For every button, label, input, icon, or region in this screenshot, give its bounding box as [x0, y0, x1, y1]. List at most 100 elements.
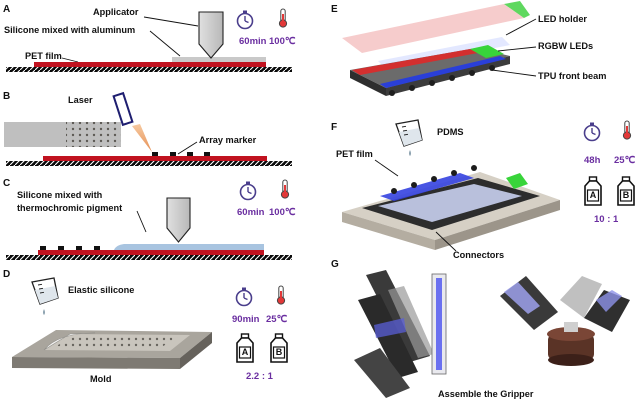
silicone-sheet: [43, 332, 96, 351]
tpu-beam-label: TPU front beam: [538, 71, 606, 81]
beaker-icon: [31, 277, 59, 305]
gripper-finger-center: [560, 276, 602, 318]
gripper-finger-left-light: [504, 282, 540, 314]
panel-c: C Silicone mixed with thermochromic pigm…: [3, 178, 296, 260]
led-film-blue: [436, 278, 442, 370]
panel-letter-c: C: [3, 178, 10, 189]
blue-led-strip: [380, 56, 506, 88]
stopwatch-icon: [236, 9, 254, 30]
pet-base-side: [435, 200, 560, 250]
mold-front: [12, 357, 180, 369]
panel-f: F PDMS PET film Connectors 48h 25℃ A B 1…: [331, 119, 636, 260]
panel-letter-e: E: [331, 4, 338, 15]
thermo-silicone-line1: Silicone mixed with: [17, 190, 103, 200]
array-marker-label: Array marker: [199, 135, 257, 145]
temp-a: 100℃: [269, 36, 296, 47]
panel-b: B Laser Array marker: [3, 91, 292, 166]
laser-icon: [112, 91, 134, 127]
connectors-label: Connectors: [453, 250, 504, 260]
panel-g: G Assemble the Gripper: [331, 259, 630, 399]
led-holder-leader: [505, 18, 537, 36]
stopwatch-icon: [235, 286, 253, 307]
temp-f: 25℃: [614, 155, 636, 166]
panel-letter-b: B: [3, 91, 10, 102]
ratio-f: 10 : 1: [594, 214, 619, 225]
red-led-strip: [352, 49, 478, 75]
beaker-icon: [395, 119, 423, 147]
thermometer-icon: [280, 179, 290, 199]
panel-letter-g: G: [331, 259, 339, 270]
frame-tabs: [391, 165, 477, 194]
finger-blue-layer: [374, 318, 406, 338]
time-a: 60min: [239, 36, 267, 47]
panel-e: E LED holder RGBW LEDs TPU front beam: [331, 1, 606, 96]
finger-inner-layer: [388, 286, 434, 358]
leds-leader: [497, 46, 537, 52]
array-markers-c: [40, 246, 100, 250]
connectors-leader: [435, 231, 457, 252]
silicone-leader: [149, 30, 181, 57]
drop-icon: [409, 150, 411, 156]
bottle-b-label-f: B: [623, 190, 630, 200]
thermo-silicone-line2: thermochromic pigment: [17, 203, 122, 213]
led-holder-label: LED holder: [538, 14, 587, 24]
blue-led-strip-f: [380, 173, 474, 201]
led-holder-side: [386, 56, 510, 96]
panel-letter-d: D: [3, 269, 10, 280]
applicator-leader: [143, 16, 199, 27]
drop-icon: [43, 309, 45, 315]
finger-tip: [354, 348, 410, 398]
elastic-silicone-label: Elastic silicone: [68, 285, 134, 295]
laser-beam: [132, 124, 152, 152]
bottle-a-label-f: A: [590, 190, 597, 200]
thermo-silicone-layer: [114, 244, 264, 250]
pet-film-b: [43, 156, 267, 161]
finger-segment-2: [358, 294, 418, 378]
holder-tabs: [389, 65, 495, 96]
mold-hole-array: [54, 335, 180, 348]
stage-base-a: [6, 67, 292, 72]
ratio-d: 2.2 : 1: [246, 371, 274, 382]
bottle-a-label-d: A: [242, 347, 249, 357]
mold-side: [180, 332, 212, 369]
led-holder-body: [350, 48, 510, 88]
pet-leader-f: [374, 159, 399, 177]
rgbw-leds-label: RGBW LEDs: [538, 41, 593, 51]
assemble-gripper-label: Assemble the Gripper: [438, 389, 534, 399]
time-d: 90min: [232, 314, 260, 325]
stage-base-b: [6, 161, 292, 166]
panel-a: A Applicator Silicone mixed with aluminu…: [3, 4, 296, 72]
silicone-layer-a: [172, 57, 266, 62]
pet-film-label-a: PET film: [25, 51, 62, 61]
thermometer-icon: [276, 285, 286, 305]
pet-leader-a: [61, 57, 79, 63]
green-led-strip: [470, 45, 504, 58]
green-led-f: [506, 173, 528, 189]
laser-head-array: [66, 122, 121, 147]
bottle-b-label-d: B: [276, 347, 283, 357]
time-f: 48h: [584, 155, 601, 166]
gripper-finger-right-light: [596, 290, 622, 312]
gripper-hub-base: [548, 354, 594, 366]
led-holder-front: [350, 70, 386, 96]
thermometer-icon: [278, 8, 288, 28]
pet-film-c: [38, 250, 264, 255]
applicator-label: Applicator: [93, 7, 139, 17]
time-c: 60min: [237, 207, 265, 218]
applicator-icon: [198, 11, 224, 59]
silicone-aluminum-label: Silicone mixed with aluminum: [4, 25, 135, 35]
pet-film-a: [34, 62, 266, 67]
panel-letter-a: A: [3, 4, 10, 15]
pdms-label: PDMS: [437, 127, 464, 137]
beam-leader: [491, 69, 537, 77]
temp-d: 25℃: [266, 314, 288, 325]
thermo-leader: [136, 210, 147, 233]
pet-base-front: [342, 212, 435, 250]
applicator-icon: [166, 197, 191, 243]
gripper-hub-top: [547, 327, 595, 341]
temp-c: 100℃: [269, 207, 296, 218]
thermometer-icon: [622, 120, 632, 140]
stopwatch-icon: [583, 121, 601, 142]
stage-base-c: [6, 255, 292, 260]
